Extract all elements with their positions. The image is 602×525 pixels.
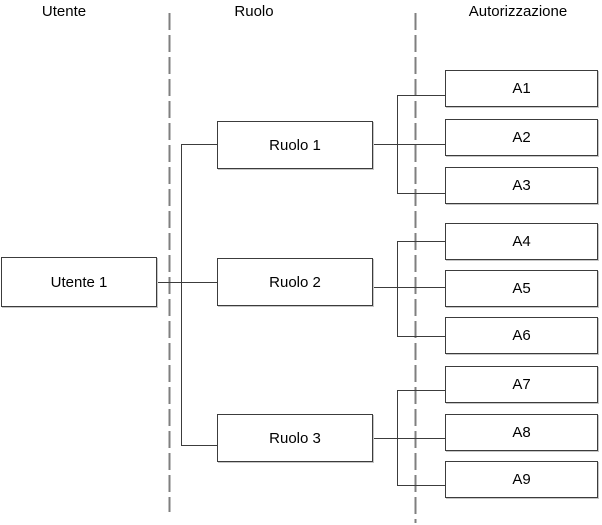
role-box-ruolo-3: Ruolo 3	[217, 414, 373, 462]
user-to-role-connectors	[157, 144, 217, 446]
role-box-ruolo-1: Ruolo 1	[217, 121, 373, 169]
auth-box-a8: A8	[445, 414, 598, 451]
auth-box-a6: A6	[445, 317, 598, 354]
auth-box-a9: A9	[445, 461, 598, 498]
role-box-ruolo-2: Ruolo 2	[217, 258, 373, 306]
role2-to-auth-connectors	[373, 241, 445, 337]
auth-box-a5: A5	[445, 270, 598, 307]
role1-to-auth-connectors	[373, 95, 445, 194]
auth-box-a3: A3	[445, 167, 598, 204]
auth-box-a4: A4	[445, 223, 598, 260]
auth-box-a1: A1	[445, 70, 598, 107]
column-header-autorizzazione: Autorizzazione	[468, 3, 568, 20]
user-box-utente-1: Utente 1	[1, 257, 157, 307]
role3-to-auth-connectors	[373, 390, 445, 486]
auth-box-a7: A7	[445, 366, 598, 403]
column-header-utente: Utente	[41, 3, 87, 20]
column-header-ruolo: Ruolo	[234, 3, 274, 20]
auth-box-a2: A2	[445, 119, 598, 156]
